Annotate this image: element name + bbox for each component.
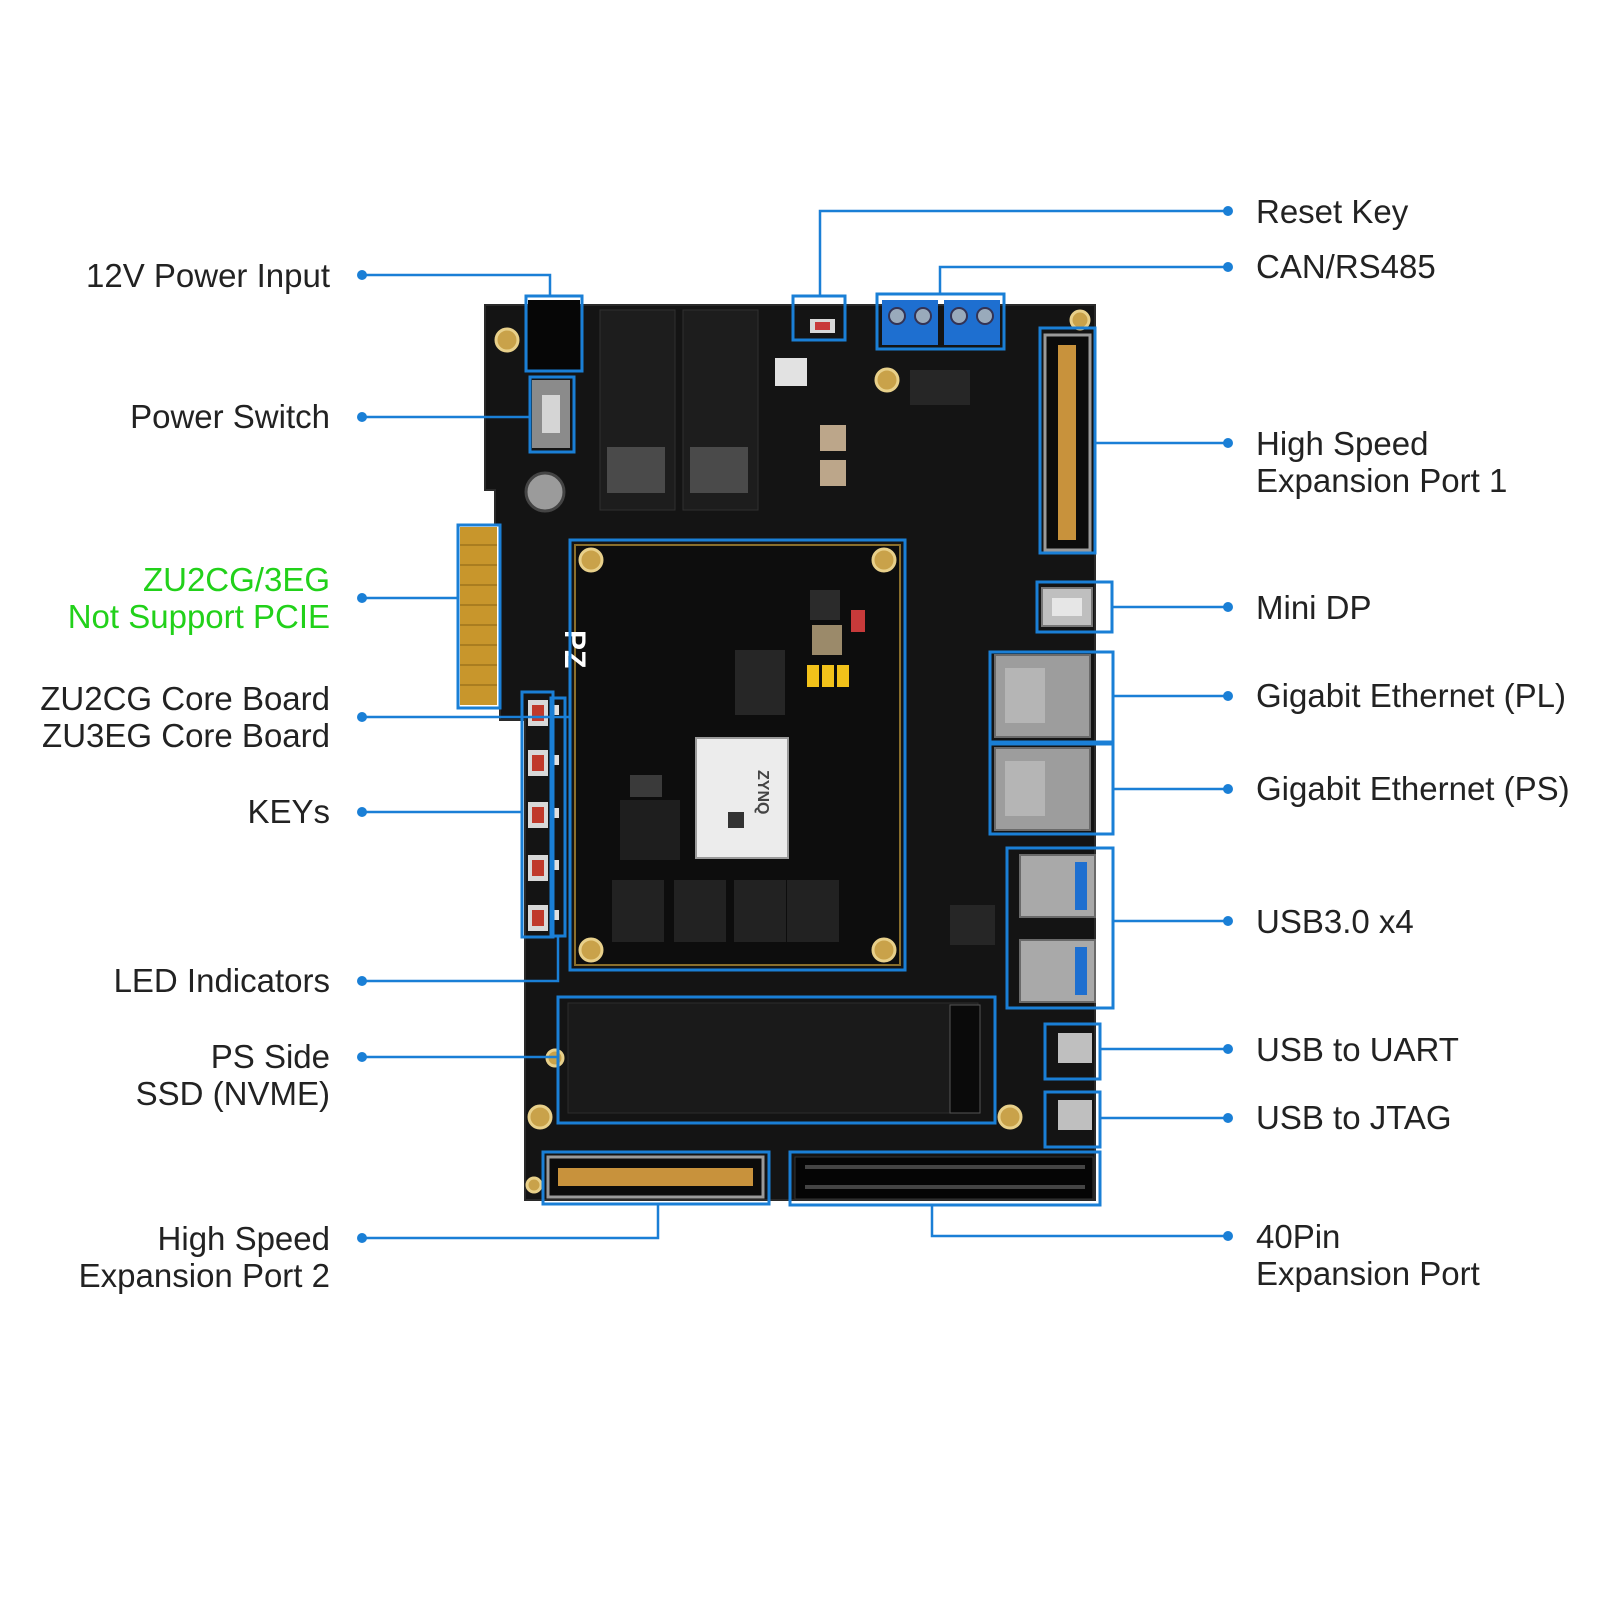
label-ssd-line1: PS Side: [210, 1038, 330, 1075]
can-terminal-2: [944, 300, 1000, 345]
leader-dots: [357, 206, 1233, 1243]
label-usb-uart: USB to UART: [1256, 1031, 1459, 1068]
label-pcie-line2: Not Support PCIE: [67, 598, 330, 635]
label-hs1: High Speed Expansion Port 1: [1256, 425, 1507, 499]
label-led: LED Indicators: [113, 962, 330, 999]
capacitor: [524, 471, 566, 513]
label-hs2-line1: High Speed: [157, 1220, 330, 1257]
label-power-input: 12V Power Input: [86, 257, 330, 294]
label-eth-pl: Gigabit Ethernet (PL): [1256, 677, 1566, 714]
label-keys: KEYs: [247, 793, 330, 830]
label-power-switch: Power Switch: [130, 398, 330, 435]
usb-jtag-connector: [1058, 1100, 1092, 1130]
zynq-chip: [695, 737, 789, 859]
label-hs1-line1: High Speed: [1256, 425, 1429, 462]
label-pcie-line1: ZU2CG/3EG: [142, 561, 330, 598]
label-hs1-line2: Expansion Port 1: [1256, 462, 1508, 499]
label-usb30: USB3.0 x4: [1256, 903, 1414, 940]
label-core-line1: ZU2CG Core Board: [40, 680, 330, 717]
core-logo: PZ: [558, 630, 591, 668]
label-40pin-line1: 40Pin: [1256, 1218, 1341, 1255]
usb-uart-connector: [1058, 1033, 1092, 1063]
pcie-fingers: [460, 527, 497, 705]
leader-lines: [362, 209, 1228, 1240]
label-40pin-line2: Expansion Port: [1256, 1255, 1480, 1292]
power-jack: [528, 300, 580, 370]
label-ssd: PS Side SSD (NVME): [136, 1038, 330, 1112]
label-mini-dp: Mini DP: [1256, 589, 1372, 626]
pin40-header: [794, 1156, 1094, 1200]
label-hs2-line2: Expansion Port 2: [78, 1257, 330, 1294]
led-indicators: [553, 705, 559, 920]
label-can-rs485: CAN/RS485: [1256, 248, 1436, 285]
label-eth-ps: Gigabit Ethernet (PS): [1256, 770, 1570, 807]
can-terminal-1: [882, 300, 938, 345]
label-pcie: ZU2CG/3EG Not Support PCIE: [68, 561, 330, 635]
label-core-line2: ZU3EG Core Board: [42, 717, 330, 754]
label-core-board: ZU2CG Core Board ZU3EG Core Board: [40, 680, 330, 754]
m2-slot: [567, 1002, 979, 1114]
label-40pin: 40Pin Expansion Port: [1256, 1218, 1480, 1292]
label-hs2: High Speed Expansion Port 2: [79, 1220, 330, 1294]
label-usb-jtag: USB to JTAG: [1256, 1099, 1452, 1136]
label-ssd-line2: SSD (NVME): [135, 1075, 330, 1112]
label-reset-key: Reset Key: [1256, 193, 1409, 230]
chip-marking: ZYNQ: [754, 770, 771, 814]
